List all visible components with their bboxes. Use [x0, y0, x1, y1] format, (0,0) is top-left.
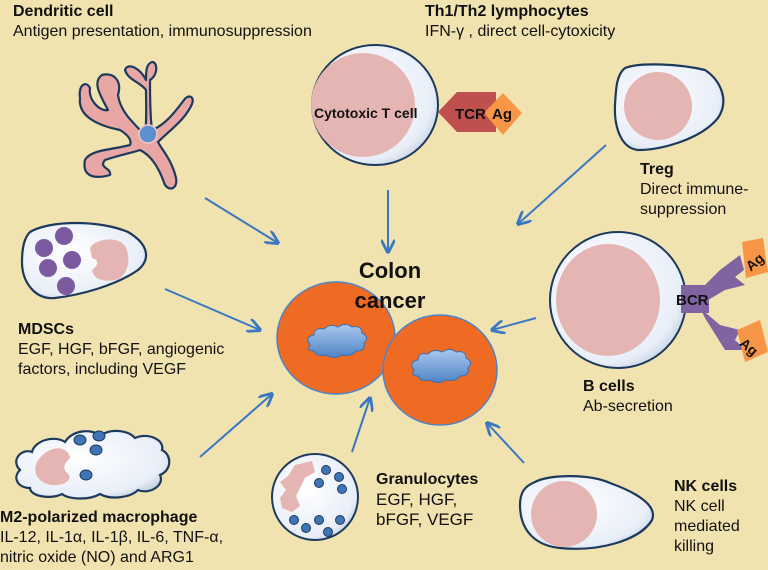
tcr-antigen-label: Ag [492, 106, 512, 123]
b-cell-icon [549, 231, 768, 369]
nk-cells-desc-line1: NK cell [674, 498, 725, 515]
granulocytes-desc-line2: bFGF, VEGF [376, 510, 474, 529]
b-cell-antigen-1 [742, 238, 768, 278]
granulocytes-label: Granulocytes EGF, HGF, bFGF, VEGF [376, 470, 478, 530]
cancer-nucleus-2 [411, 349, 472, 383]
dendritic-cell-label: Dendritic cell Antigen presentation, imm… [13, 2, 312, 42]
arrow-dendritic [204, 197, 278, 243]
cancer-cell-2 [382, 314, 498, 426]
b-cells-label: B cells Ab-secretion [583, 377, 673, 417]
nk-nucleus [531, 481, 597, 547]
treg-nucleus [624, 72, 692, 140]
macrophage-granules [73, 430, 106, 481]
b-cells-desc: Ab-secretion [583, 398, 673, 415]
dendritic-cell-desc: Antigen presentation, immunosuppression [13, 23, 312, 40]
granulocyte-cell-icon [271, 453, 359, 541]
colon-cancer-title-line2: cancer [354, 288, 426, 313]
th-lymphocytes-title: Th1/Th2 lymphocytes [425, 3, 589, 20]
dendritic-nucleus [138, 124, 158, 144]
macrophage-nucleus [35, 448, 70, 486]
treg-cell-icon [613, 63, 725, 152]
nk-cells-title: NK cells [674, 478, 738, 495]
mdsc-granules [35, 227, 81, 295]
treg-desc-line1: Direct immune- [640, 181, 749, 198]
macrophage-desc-line2: nitric oxide (NO) and ARG1 [0, 549, 194, 566]
macrophage-label: M2-polarized macrophage IL-12, IL-1α, IL… [0, 508, 223, 568]
colon-cancer-title: Colon cancer [350, 256, 430, 316]
mdsc-label: MDSCs EGF, HGF, bFGF, angiogenic factors… [18, 320, 224, 380]
mdsc-desc-line1: EGF, HGF, bFGF, angiogenic [18, 341, 225, 358]
cancer-nucleus-1 [307, 324, 368, 358]
granulocytes-title: Granulocytes [376, 471, 479, 488]
th-lymphocytes-label: Th1/Th2 lymphocytes IFN-γ , direct cell-… [425, 2, 615, 42]
cytotoxic-t-cell-label: Cytotoxic T cell [314, 105, 417, 121]
treg-title: Treg [640, 161, 674, 178]
mdsc-desc-line2: factors, including VEGF [18, 361, 187, 378]
macrophage-cell-icon [15, 429, 171, 500]
b-cell-antigen-2 [737, 320, 768, 362]
arrow-nk [487, 423, 525, 464]
arrow-bcell [492, 317, 537, 330]
dendritic-cell-icon [78, 60, 194, 190]
granulocyte-nucleus [280, 461, 315, 512]
arrow-granulocyte [351, 398, 370, 453]
mdsc-title: MDSCs [18, 321, 75, 338]
mdsc-cell-icon [20, 221, 148, 300]
bcr-receptor [681, 255, 746, 350]
mdsc-nucleus [90, 239, 129, 281]
th-lymphocytes-desc: IFN-γ , direct cell-cytoxicity [425, 23, 616, 40]
nk-cell-icon [518, 475, 655, 550]
arrow-mdsc [164, 288, 260, 330]
cytotoxic-t-cell-icon [311, 44, 522, 166]
nk-cells-desc-line2: mediated [674, 518, 740, 535]
nk-cells-desc-line3: killing [674, 538, 715, 555]
arrow-macrophage [199, 394, 272, 458]
tcr-receptor [438, 92, 496, 132]
arrow-treg [518, 144, 607, 224]
arrows [164, 144, 607, 464]
bcr-label: BCR [676, 292, 709, 309]
tcr-antigen [484, 93, 522, 135]
granulocyte-granules [289, 465, 347, 537]
tcr-label: TCR [455, 106, 486, 123]
treg-desc-line2: suppression [640, 201, 727, 218]
nk-cells-label: NK cells NK cell mediated killing [674, 477, 740, 557]
treg-label: Treg Direct immune- suppression [640, 160, 748, 220]
granulocytes-desc-line1: EGF, HGF, [376, 490, 458, 509]
colon-cancer-title-line1: Colon [358, 258, 422, 283]
macrophage-title: M2-polarized macrophage [0, 509, 198, 526]
b-cells-title: B cells [583, 378, 635, 395]
macrophage-desc-line1: IL-12, IL-1α, IL-1β, IL-6, TNF-α, [0, 529, 224, 546]
dendritic-cell-title: Dendritic cell [13, 3, 114, 20]
